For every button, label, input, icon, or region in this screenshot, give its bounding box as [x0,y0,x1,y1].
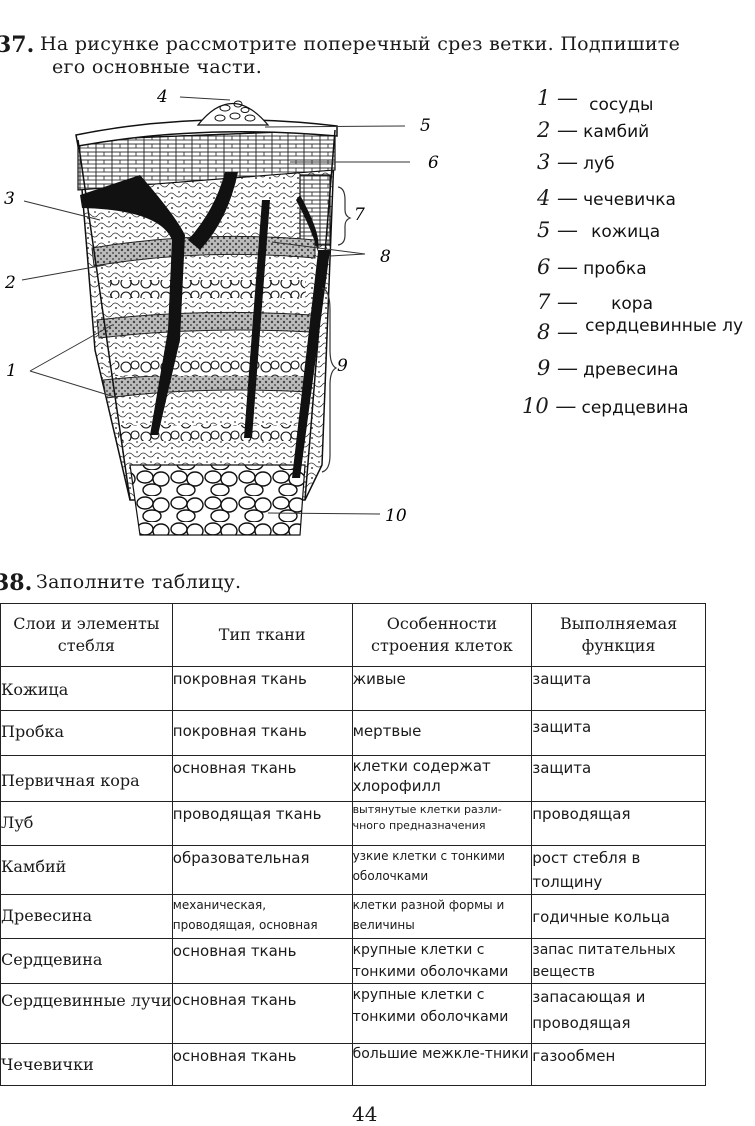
diagram-label-3: 3 [4,189,15,209]
answer-num: 8 — [537,320,579,344]
answer-num: 3 — [537,150,579,174]
diagram-label-1: 1 [6,361,17,381]
diagram-label-7: 7 [354,205,365,225]
tissue-type: покровная ткань [171,710,353,756]
column-header-function: Выполняемая функция [531,603,706,667]
table-header-row: Слои и элементы стебля Тип ткани Особенн… [0,603,706,667]
layer-function: защита [531,755,706,802]
layer-function: запасающая и проводящая [531,983,706,1044]
task-38-number: 38. [0,570,33,596]
table-row: Пробка покровная ткань мертвые защита [0,710,706,756]
diagram-label-6: 6 [428,153,439,173]
answer-text: сердцевинные лу [585,316,744,336]
answer-text: кожица [591,222,661,242]
diagram-label-5: 5 [420,116,431,136]
tissue-type: основная ткань [171,1043,353,1086]
layer-function: газообмен [531,1043,706,1086]
answer-text: кора [611,294,654,314]
answer-item-2: 2 — камбий [537,118,649,142]
task-38-text: Заполните таблицу. [36,571,242,593]
answer-num: 2 — [537,118,579,142]
answer-text: луб [583,154,615,174]
tissue-type: образовательная [171,845,353,895]
cell-features: узкие клетки с тонкими оболочками [351,845,533,895]
answer-num: 4 — [537,186,579,210]
task-37-text-line1: На рисунке рассмотрите поперечный срез в… [40,33,681,55]
cell-features: вытянутые клетки разли-чного предназначе… [351,801,533,846]
table-row: Первичная кора основная ткань клетки сод… [0,755,706,802]
column-header-layer: Слои и элементы стебля [0,603,173,667]
table-row: Чечевички основная ткань большие межкле-… [0,1043,706,1086]
page-number: 44 [352,1102,378,1126]
answer-num: 5 — [537,218,579,242]
table-row: Кожица покровная ткань живые защита [0,666,706,711]
answer-item-4: 4 — чечевичка [537,186,676,210]
layer-function: проводящая [531,801,706,846]
table-row: Сердцевина основная ткань крупные клетки… [0,938,706,984]
answer-item-7: 7 — кора [537,290,653,314]
table-row: Луб проводящая ткань вытянутые клетки ра… [0,801,706,846]
layers-table: Слои и элементы стебля Тип ткани Особенн… [0,603,706,1086]
answer-item-1: 1 — сосуды [537,86,653,115]
layer-function: рост стебля в толщину [531,845,706,895]
answer-text: сосуды [589,95,654,115]
layer-name: Камбий [0,845,173,895]
layer-function: годичные кольца [531,894,706,939]
answer-text: чечевичка [583,190,676,210]
answer-num: 9 — [537,356,579,380]
tissue-type: основная ткань [171,938,353,984]
cell-features: клетки разной формы и величины [351,894,533,939]
answer-text: пробка [583,259,647,279]
answer-item-8: 8 — сердцевинные лу [537,316,743,344]
tissue-type: основная ткань [171,983,353,1044]
diagram-label-4: 4 [156,87,168,107]
layer-name: Чечевички [0,1043,173,1086]
answer-item-9: 9 — древесина [537,356,679,380]
layer-function: запас питательных веществ [531,938,706,984]
column-header-tissue: Тип ткани [171,603,353,667]
stem-cross-section-diagram: 4 5 6 3 7 8 2 1 9 10 [4,87,439,536]
cell-features: клетки содержат хлорофилл [351,755,533,802]
layer-name: Первичная кора [0,755,173,802]
answer-item-3: 3 — луб [537,150,615,174]
task-37-text-line2: его основные части. [52,56,263,78]
layer-function: защита [531,666,706,711]
cell-features: большие межкле-тники [351,1043,533,1086]
task-37-number: 37. [0,32,35,58]
answer-text: камбий [583,122,650,142]
answer-num: 6 — [537,255,579,279]
layer-name: Древесина [0,894,173,939]
answer-text: древесина [583,360,679,380]
tissue-type: основная ткань [171,755,353,802]
diagram-label-10: 10 [385,506,407,526]
answer-item-10: 10 — сердцевина [522,394,688,418]
diagram-label-9: 9 [337,356,348,376]
layer-name: Пробка [0,710,173,756]
column-header-features: Особенности строения клеток [351,603,533,667]
layer-name: Кожица [0,666,173,711]
cell-features: мертвые [351,710,533,756]
answer-num: 7 — [537,290,579,314]
answer-num: 10 — [522,394,577,418]
cell-features: крупные клетки с тонкими оболочками [351,983,533,1044]
table-row: Сердцевинные лучи основная ткань крупные… [0,983,706,1044]
answer-item-6: 6 — пробка [537,255,647,279]
layer-name: Луб [0,801,173,846]
layer-name: Сердцевинные лучи [0,983,173,1044]
diagram-label-8: 8 [380,247,391,267]
table-row: Камбий образовательная узкие клетки с то… [0,845,706,895]
tissue-type: механическая, проводящая, основная [171,894,353,939]
answer-num: 1 — [537,86,579,110]
tissue-type: проводящая ткань [171,801,353,846]
table-row: Древесина механическая, проводящая, осно… [0,894,706,939]
diagram-label-2: 2 [4,273,16,293]
layer-function: защита [531,710,706,756]
cell-features: крупные клетки с тонкими оболочками [351,938,533,984]
tissue-type: покровная ткань [171,666,353,711]
answer-item-5: 5 — кожица [537,218,660,242]
layer-name: Сердцевина [0,938,173,984]
answer-text: сердцевина [581,398,689,418]
cell-features: живые [351,666,533,711]
